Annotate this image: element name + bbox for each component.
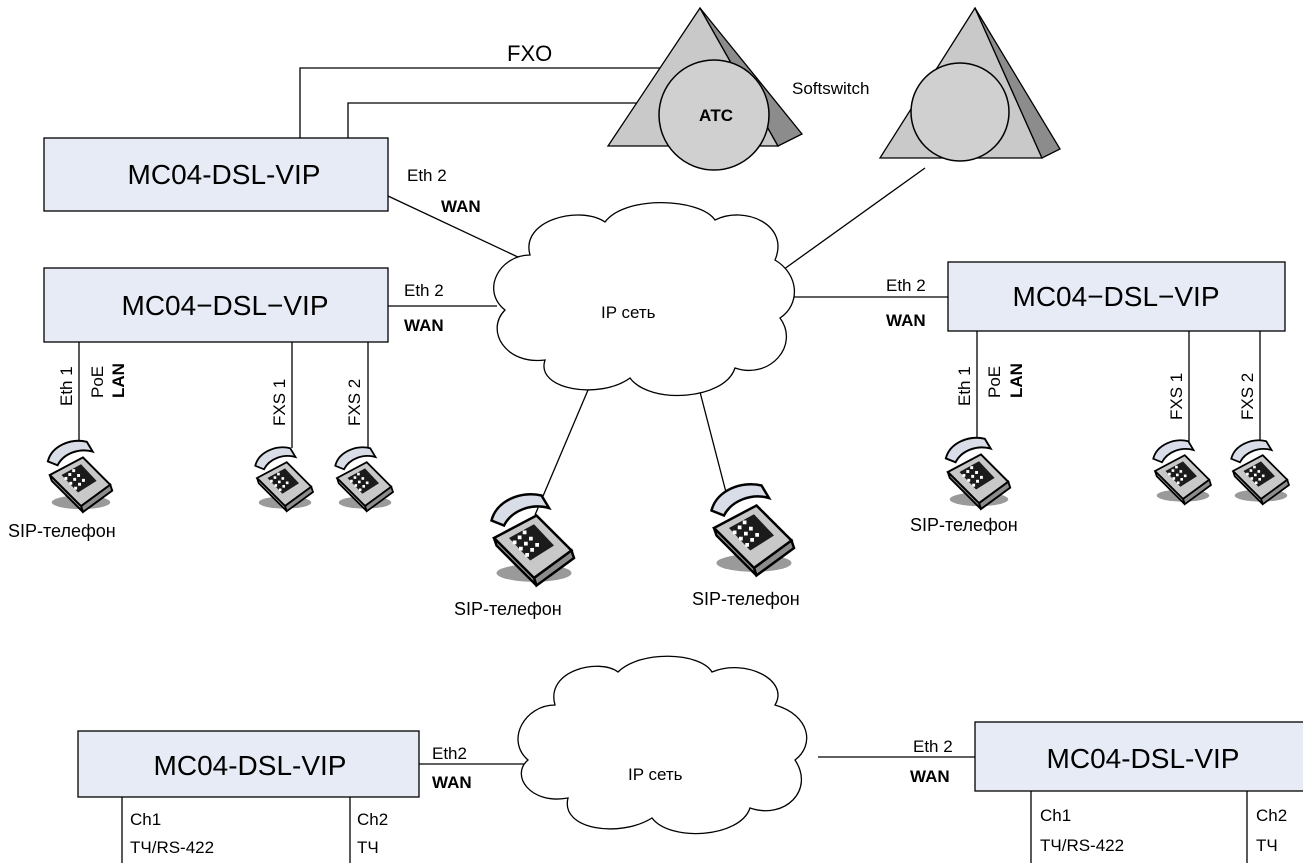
device-right-label: МС04−DSL−VIP (1013, 281, 1220, 312)
device-left-label: МС04−DSL−VIP (122, 290, 329, 321)
poe-label: PoE (88, 366, 107, 398)
device-bottom-right-label: МС04-DSL-VIP (1047, 743, 1240, 774)
eth2-label: Eth 2 (913, 737, 953, 756)
sip-phone-icon (46, 439, 114, 514)
wan-label: WAN (886, 311, 926, 330)
fxo-label: FXO (507, 41, 552, 66)
wan-label: WAN (910, 767, 950, 786)
fxs-phone-icon (334, 446, 394, 513)
ch2-type-label: ТЧ (357, 838, 379, 857)
lan-label: LAN (1007, 363, 1026, 398)
ch1-type-label: ТЧ/RS-422 (130, 838, 214, 857)
eth2-label: Eth 2 (407, 166, 447, 185)
ch1-label: Ch1 (1040, 806, 1071, 825)
fxs2-label: FXS 2 (1238, 373, 1257, 420)
lan-label: LAN (109, 363, 128, 398)
sip-phone-icon (490, 492, 576, 587)
fxs1-label: FXS 1 (270, 379, 289, 426)
sip-phone-label: SIP-телефон (910, 515, 1018, 535)
ch2-type-label: ТЧ (1256, 836, 1278, 855)
sip-phone-label: SIP-телефон (454, 599, 562, 619)
ip-network-cloud (493, 201, 796, 397)
fxs-phone-icon (1152, 439, 1212, 506)
fxs1-label: FXS 1 (1167, 373, 1186, 420)
softswitch-label: Softswitch (792, 79, 869, 98)
device-bottom-left: МС04-DSL-VIP (77, 730, 420, 798)
fxs2-label: FXS 2 (345, 379, 364, 426)
connection-lines (78, 67, 1261, 863)
sip-phone-icon (710, 482, 796, 577)
softswitch-pyramid (878, 6, 1061, 162)
eth1-label: Eth 1 (57, 366, 76, 406)
ip-network-cloud-bottom (517, 655, 808, 835)
sip-phone-icon (944, 436, 1012, 511)
poe-label: PoE (985, 366, 1004, 398)
device-bottom-left-label: МС04-DSL-VIP (154, 750, 347, 781)
device-top: МС04-DSL-VIP (43, 137, 389, 212)
ch1-type-label: ТЧ/RS-422 (1040, 836, 1124, 855)
wan-label: WAN (441, 197, 481, 216)
eth1-label: Eth 1 (955, 366, 974, 406)
eth2-label: Eth2 (432, 744, 467, 763)
wan-label: WAN (404, 316, 444, 335)
fxs-phone-icon (1230, 439, 1290, 506)
atc-label: АТС (699, 106, 733, 125)
device-right: МС04−DSL−VIP (947, 261, 1286, 332)
ip-network-label-bottom: IP сеть (628, 765, 683, 784)
ch1-label: Ch1 (130, 810, 161, 829)
sip-phone-label: SIP-телефон (8, 521, 116, 541)
fxs-phone-icon (254, 446, 314, 513)
device-left: МС04−DSL−VIP (43, 267, 389, 343)
ip-network-label: IP сеть (601, 303, 656, 322)
device-top-label: МС04-DSL-VIP (128, 159, 321, 190)
ch2-label: Ch2 (1256, 806, 1287, 825)
eth2-label: Eth 2 (886, 276, 926, 295)
eth2-label: Eth 2 (404, 281, 444, 300)
ch2-label: Ch2 (357, 810, 388, 829)
sip-phone-label: SIP-телефон (692, 589, 800, 609)
wan-label: WAN (432, 773, 472, 792)
atc-pyramid: АТС (606, 6, 804, 171)
device-bottom-right: МС04-DSL-VIP (974, 721, 1303, 792)
